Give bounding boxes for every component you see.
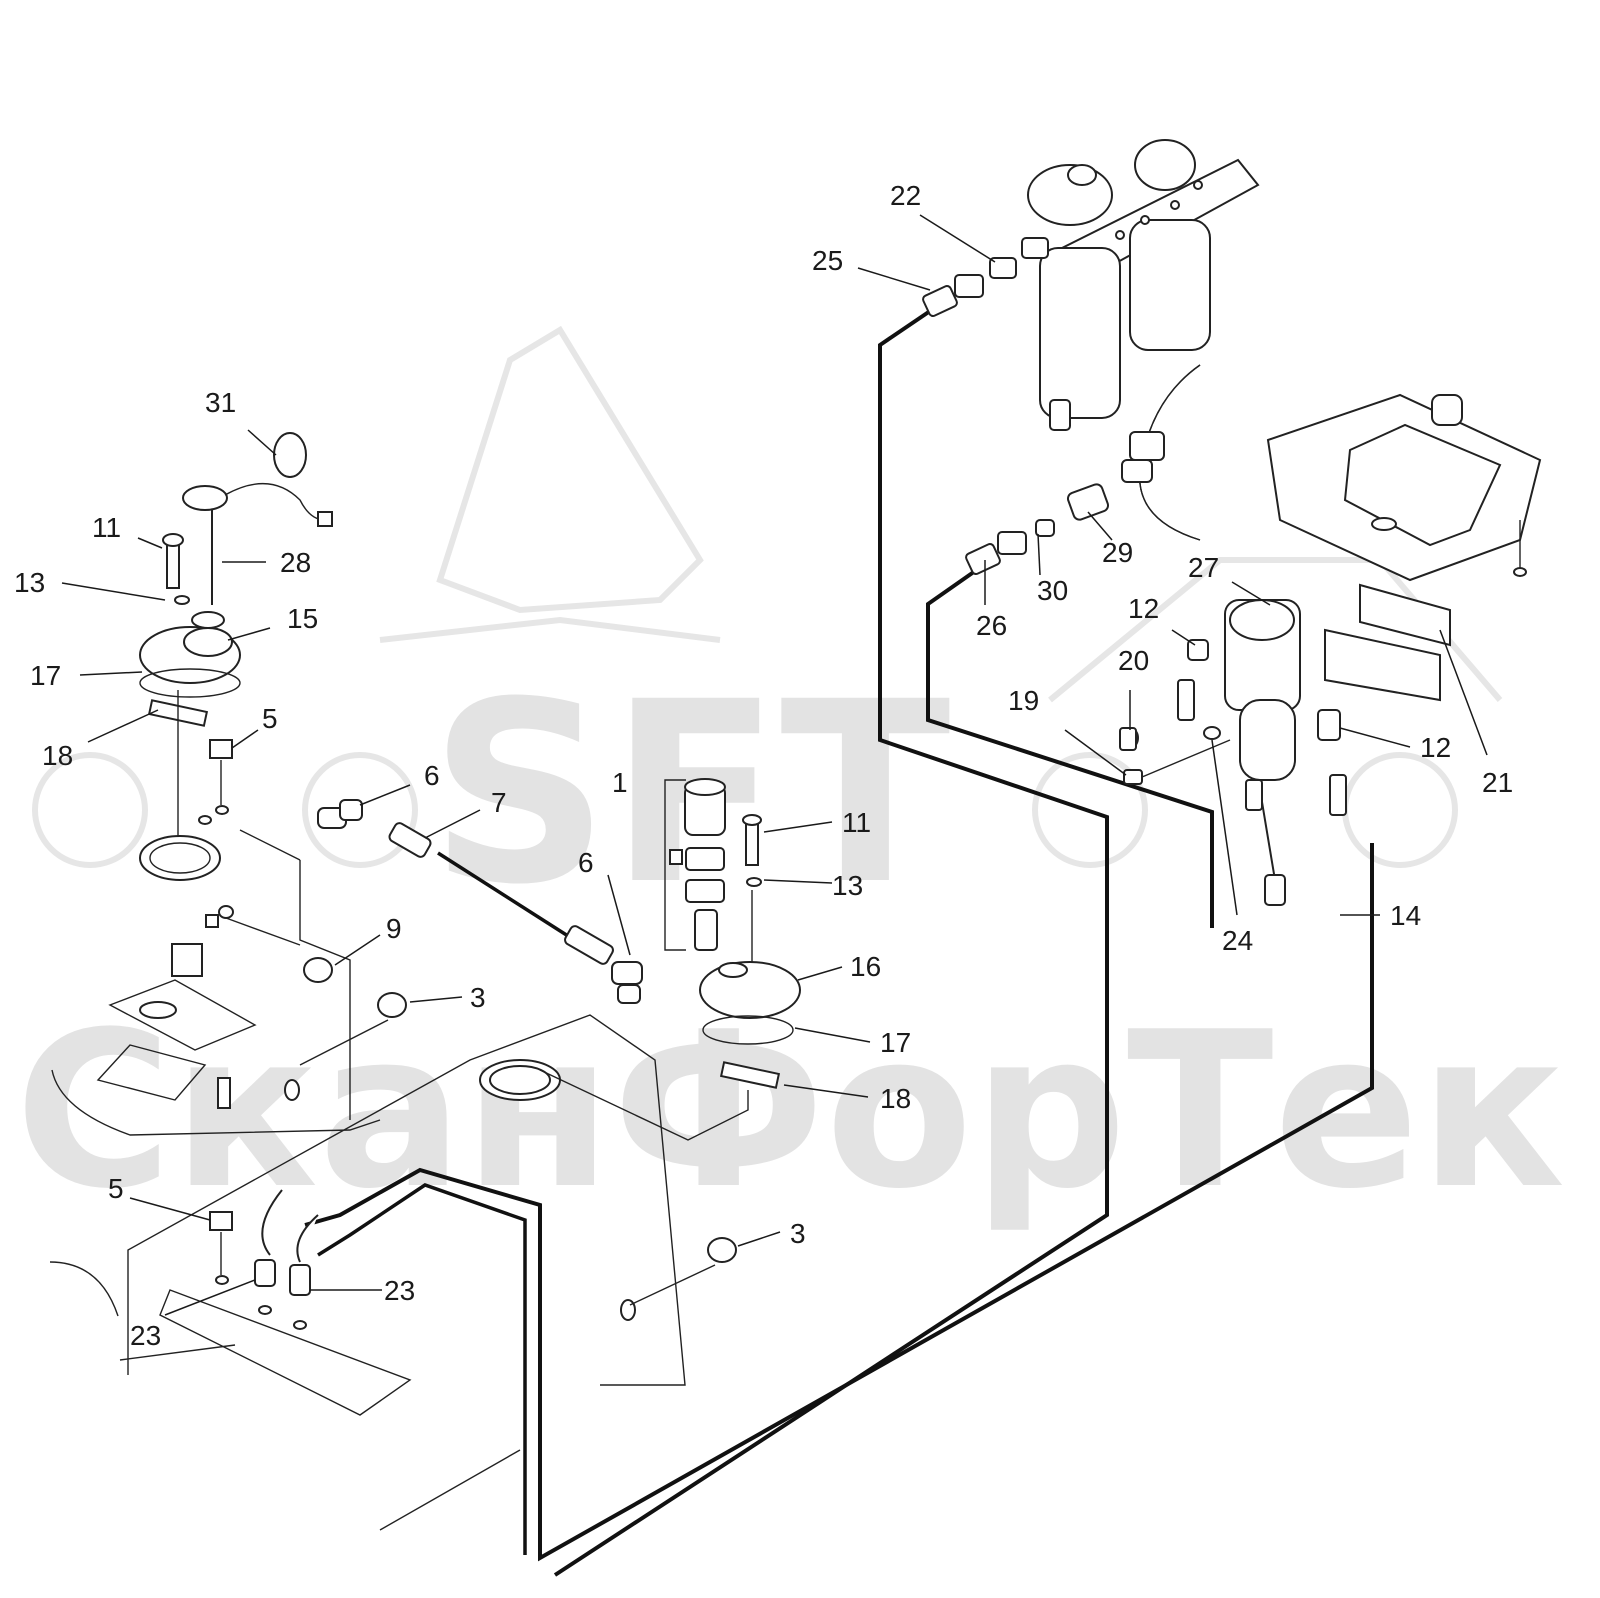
lower-fittings <box>209 1189 319 1330</box>
callout-11: 11 <box>842 807 871 838</box>
callout-9: 9 <box>386 913 402 944</box>
water-separator <box>1119 393 1542 906</box>
twin-fuel-filter <box>922 139 1260 431</box>
callout-6: 6 <box>578 847 594 878</box>
callout-17: 17 <box>30 660 61 691</box>
callout-30: 30 <box>1037 575 1068 606</box>
callouts: 31 11 28 13 15 17 5 18 6 7 1 11 6 13 9 1… <box>14 180 1513 1351</box>
callout-19: 19 <box>1008 685 1039 716</box>
callout-17: 17 <box>880 1027 911 1058</box>
callout-7: 7 <box>491 787 507 818</box>
left-fittings <box>198 739 737 1306</box>
fuel-tank <box>49 829 686 1531</box>
callout-31: 31 <box>205 387 236 418</box>
callout-18: 18 <box>42 740 73 771</box>
callout-15: 15 <box>287 603 318 634</box>
callout-5: 5 <box>262 703 278 734</box>
callout-20: 20 <box>1118 645 1149 676</box>
callout-18: 18 <box>880 1083 911 1114</box>
callout-14: 14 <box>1390 900 1421 931</box>
callout-11: 11 <box>92 512 121 543</box>
callout-5: 5 <box>108 1173 124 1204</box>
callout-24: 24 <box>1222 925 1253 956</box>
callout-21: 21 <box>1482 767 1513 798</box>
callout-13: 13 <box>14 567 45 598</box>
callout-25: 25 <box>812 245 843 276</box>
callout-3: 3 <box>790 1218 806 1249</box>
callout-23: 23 <box>384 1275 415 1306</box>
callout-12: 12 <box>1420 732 1451 763</box>
callout-3: 3 <box>470 982 486 1013</box>
left-sender-assembly <box>139 432 333 881</box>
callout-29: 29 <box>1102 537 1133 568</box>
callout-1: 1 <box>612 767 628 798</box>
center-sender-assembly <box>539 778 801 1141</box>
callout-13: 13 <box>832 870 863 901</box>
callout-12: 12 <box>1128 593 1159 624</box>
leader-lines <box>61 214 1488 1316</box>
fuel-pipes <box>304 305 1374 1577</box>
callout-27: 27 <box>1188 552 1219 583</box>
callout-16: 16 <box>850 951 881 982</box>
callout-6: 6 <box>424 760 440 791</box>
callout-26: 26 <box>976 610 1007 641</box>
callout-23: 23 <box>130 1320 161 1351</box>
return-line-fittings <box>965 364 1201 575</box>
callout-22: 22 <box>890 180 921 211</box>
watermark-brand: СканФорТек <box>15 985 1566 1236</box>
callout-28: 28 <box>280 547 311 578</box>
